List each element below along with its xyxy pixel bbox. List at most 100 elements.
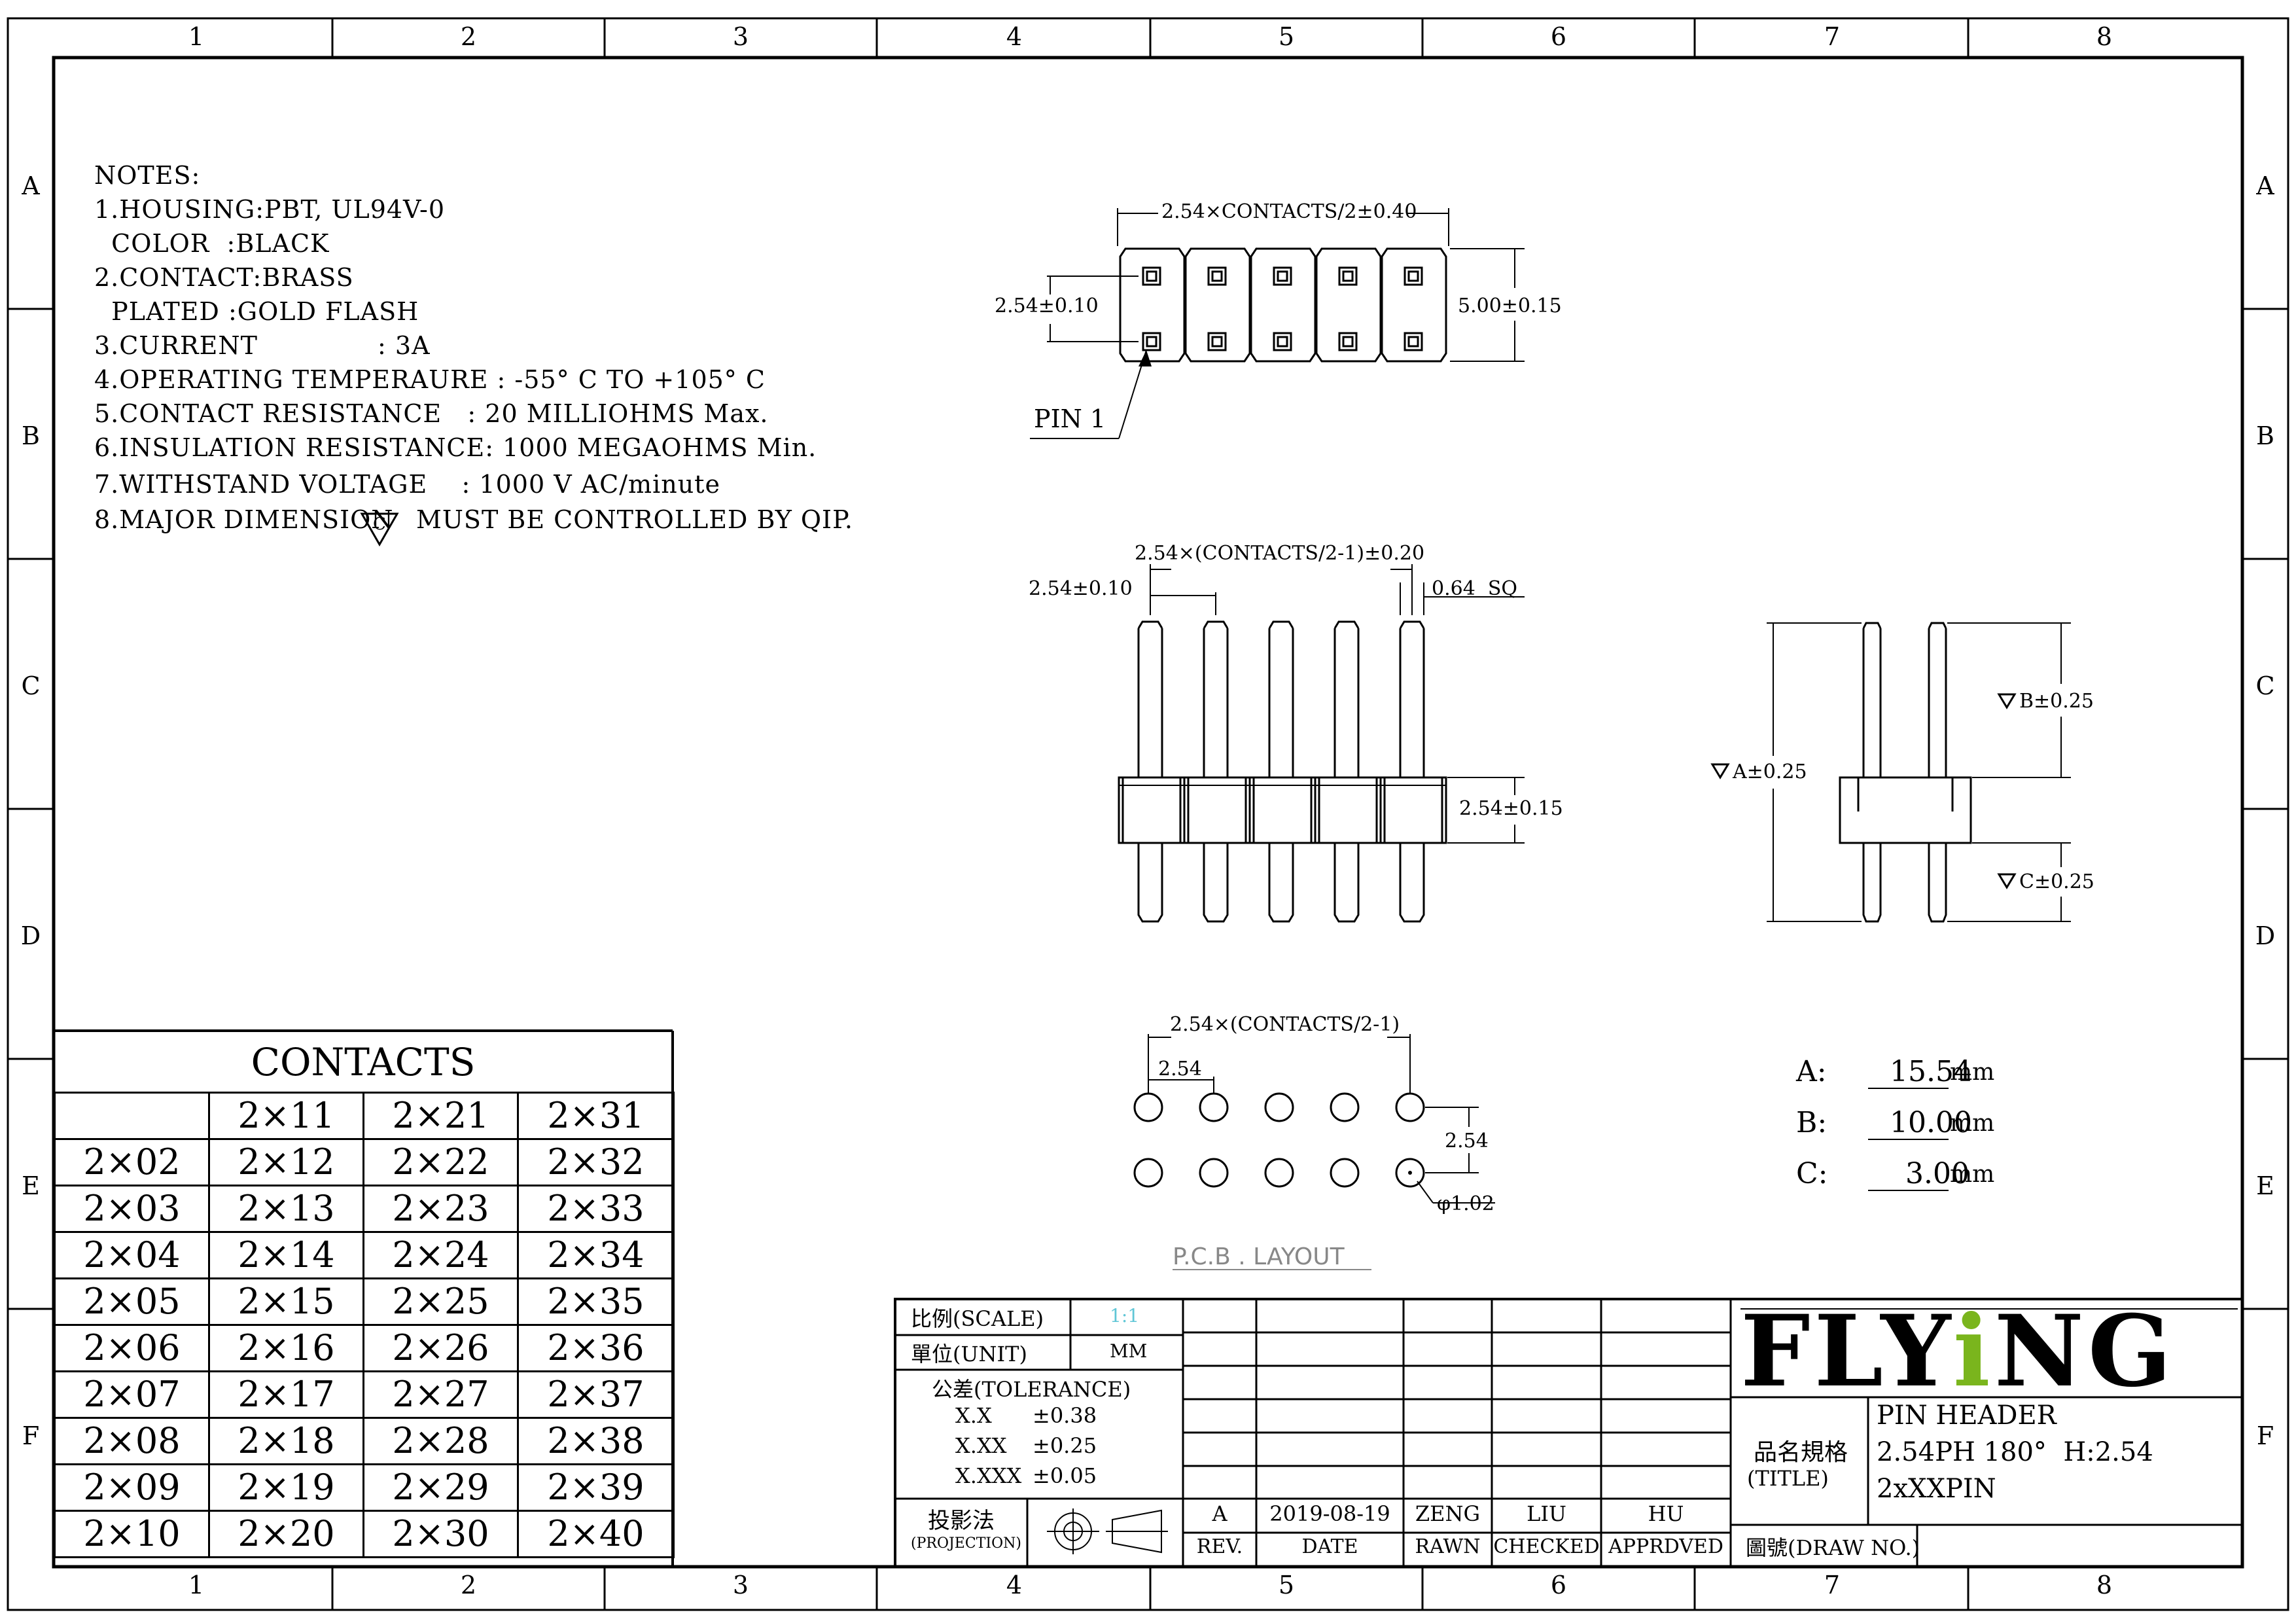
pcb-dim-pitch-y: 2.54 [1445, 1130, 1489, 1152]
zone-row-f: F [22, 1421, 40, 1450]
zone-row-a-right: A [2256, 171, 2274, 200]
zone-col-7-bottom: 7 [1824, 1571, 1841, 1599]
checked-header: CHECKED [1493, 1535, 1600, 1558]
tol-x-label: X.X [955, 1403, 992, 1428]
zone-col-6-bottom: 6 [1550, 1571, 1567, 1599]
zone-row-c: C [21, 671, 41, 700]
title-line-3: 2xXXPIN [1877, 1474, 1996, 1504]
note-line-2: 2.CONTACT:BRASS [94, 263, 354, 292]
note-line-3: 3.CURRENT : 3A [94, 331, 431, 360]
note-line-7: 7.WITHSTAND VOLTAGE : 1000 V AC/minute [94, 470, 720, 499]
approved-value: HU [1648, 1501, 1684, 1526]
top-dim-width: 2.54×CONTACTS/2±0.40 [1161, 200, 1417, 223]
title-label: 品名規格 [1754, 1439, 1848, 1466]
outer-frame [7, 17, 2289, 1611]
table-cell: 2×30 [362, 1510, 519, 1558]
title-block-grid [894, 1298, 2244, 1568]
dim-b-value: 10.00 [1890, 1106, 1972, 1139]
dim-a-unit: mm [1950, 1059, 1995, 1086]
zone-col-4: 4 [1006, 22, 1023, 51]
rev-value: A [1212, 1501, 1227, 1526]
logo-text-b: NG [1994, 1294, 2176, 1409]
pcb-dim-hole: φ1.02 [1437, 1192, 1494, 1215]
unit-value: MM [1110, 1340, 1148, 1362]
front-dim-square: 0.64 SQ [1432, 577, 1518, 600]
dim-b-unit: mm [1950, 1110, 1995, 1137]
zone-col-6: 6 [1550, 22, 1567, 51]
zone-row-e: E [22, 1171, 40, 1200]
front-dim-body: 2.54±0.15 [1459, 797, 1563, 820]
table-cell: 2×11 [208, 1092, 364, 1140]
dim-a-label: A: [1796, 1055, 1827, 1088]
note-line-5: 5.CONTACT RESISTANCE : 20 MILLIOHMS Max. [94, 399, 769, 428]
dim-c-label: C: [1796, 1157, 1828, 1190]
dim-c-unit: mm [1950, 1161, 1995, 1188]
zone-col-3-bottom: 3 [732, 1571, 749, 1599]
table-cell: 2×23 [362, 1185, 519, 1233]
zone-col-5: 5 [1278, 22, 1295, 51]
table-cell: 2×17 [208, 1370, 364, 1419]
tol-xx-label: X.XX [955, 1433, 1007, 1458]
zone-col-3: 3 [732, 22, 749, 51]
projection-symbol-icon [1047, 1508, 1168, 1554]
qip-small-triangle-icon [1710, 693, 2017, 889]
zone-col-1-bottom: 1 [188, 1571, 205, 1599]
scale-value: 1:1 [1110, 1305, 1140, 1327]
logo-text-a: FLY [1740, 1294, 1953, 1409]
table-cell: 2×32 [517, 1138, 675, 1186]
zone-row-d-right: D [2255, 921, 2276, 950]
table-cell: 2×27 [362, 1370, 519, 1419]
table-cell: 2×16 [208, 1324, 364, 1372]
zone-row-b: B [22, 421, 40, 450]
zone-col-8-bottom: 8 [2096, 1571, 2113, 1599]
table-cell [54, 1092, 210, 1140]
top-view-pins [1142, 266, 1423, 351]
table-cell: 2×25 [362, 1277, 519, 1326]
table-cell: 2×04 [54, 1231, 210, 1279]
logo-text-i: i [1952, 1294, 1994, 1409]
zone-row-a: A [22, 171, 40, 200]
rev-header: REV. [1196, 1535, 1243, 1558]
top-view-housing [1119, 247, 1447, 363]
date-header: DATE [1301, 1535, 1358, 1558]
table-cell: 2×38 [517, 1417, 675, 1465]
table-cell: 2×18 [208, 1417, 364, 1465]
drawno-label: 圖號(DRAW NO.) [1746, 1535, 1920, 1560]
side-dim-a: A±0.25 [1733, 760, 1807, 783]
tol-xxx-value: ±0.05 [1033, 1463, 1097, 1488]
front-dim-span: 2.54×(CONTACTS/2-1)±0.20 [1135, 542, 1425, 565]
zone-col-7: 7 [1824, 22, 1841, 51]
table-cell: 2×08 [54, 1417, 210, 1465]
table-cell: 2×07 [54, 1370, 210, 1419]
approved-header: APPRDVED [1608, 1535, 1723, 1558]
notes-heading: NOTES: [94, 161, 201, 190]
table-cell: 2×19 [208, 1463, 364, 1512]
zone-row-e-right: E [2256, 1171, 2274, 1200]
top-dim-height: 5.00±0.15 [1458, 294, 1562, 317]
unit-label: 單位(UNIT) [911, 1342, 1027, 1366]
front-view-pins [1137, 620, 1425, 923]
table-cell: 2×06 [54, 1324, 210, 1372]
contacts-table-title: CONTACTS [251, 1040, 476, 1084]
table-cell: 2×14 [208, 1231, 364, 1279]
table-cell: 2×09 [54, 1463, 210, 1512]
side-view [1839, 622, 1972, 923]
table-cell: 2×40 [517, 1510, 675, 1558]
side-dim-c: C±0.25 [2019, 870, 2094, 893]
front-dim-pitch: 2.54±0.10 [1029, 577, 1133, 600]
tol-xx-value: ±0.25 [1033, 1433, 1097, 1458]
tol-x-value: ±0.38 [1033, 1403, 1097, 1428]
table-cell: 2×20 [208, 1510, 364, 1558]
table-cell: 2×15 [208, 1277, 364, 1326]
checked-value: LIU [1527, 1501, 1566, 1526]
qip-symbol-letter: C [373, 514, 386, 534]
table-cell: 2×22 [362, 1138, 519, 1186]
side-dim-b: B±0.25 [2019, 690, 2094, 713]
pin1-label: PIN 1 [1034, 404, 1106, 433]
table-cell: 2×03 [54, 1185, 210, 1233]
table-cell: 2×12 [208, 1138, 364, 1186]
zone-row-f-right: F [2256, 1421, 2274, 1450]
